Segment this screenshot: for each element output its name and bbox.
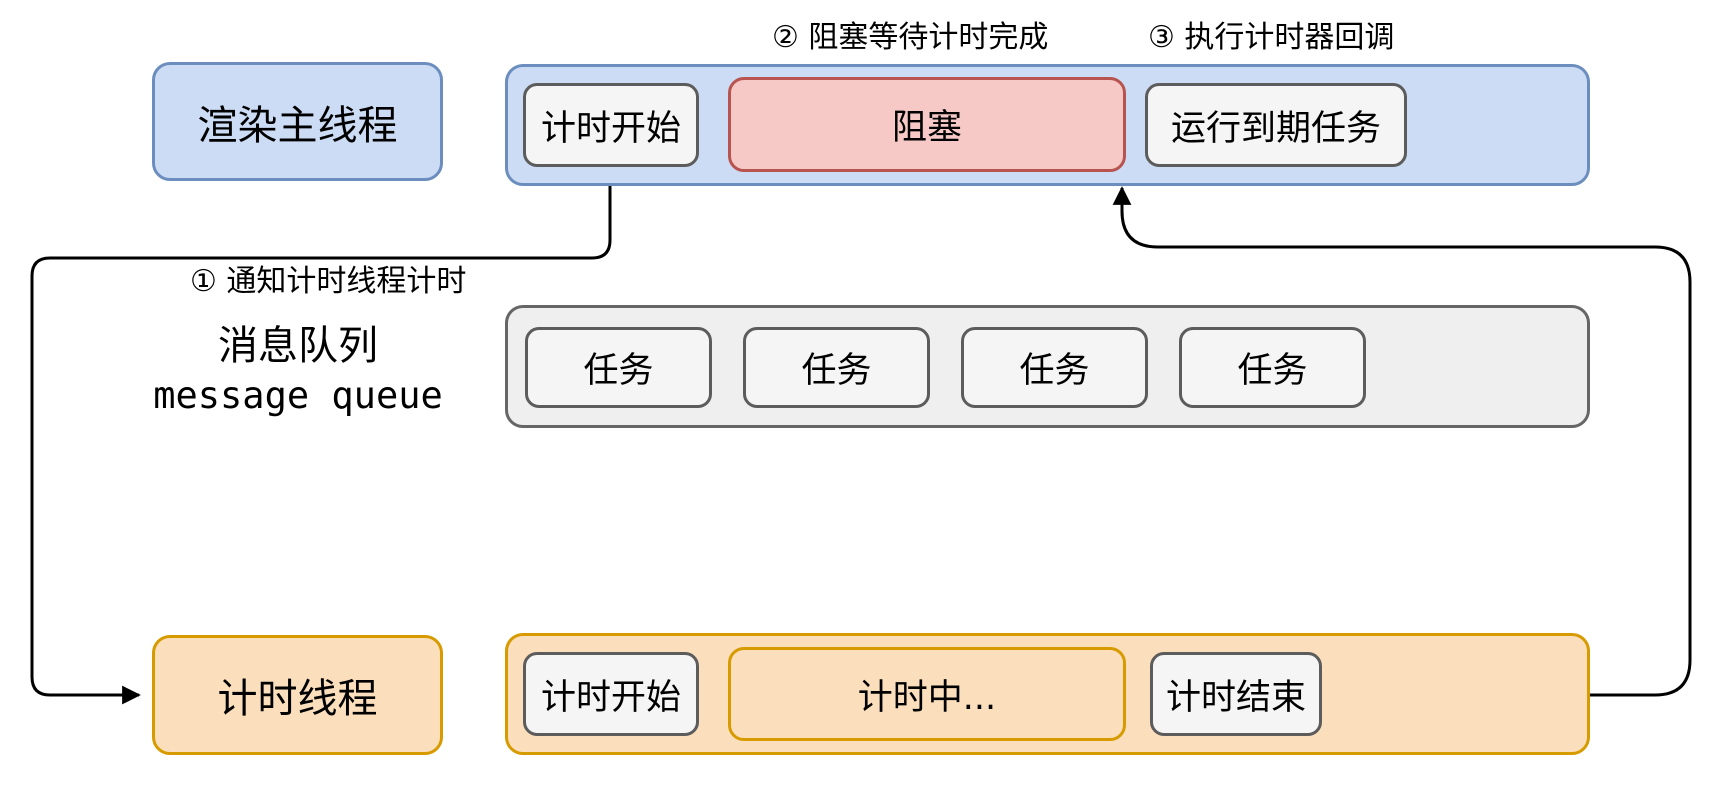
step3-label: ③ 执行计时器回调 <box>1148 20 1395 55</box>
message-queue-title-zh: 消息队列 <box>218 323 378 369</box>
timing-in-progress-box: 计时中... <box>728 647 1126 741</box>
task-box: 任务 <box>1179 327 1366 408</box>
timer-thread-label: 计时线程 <box>152 635 443 755</box>
timing-start-box: 计时开始 <box>523 652 699 736</box>
task-box: 任务 <box>525 327 712 408</box>
notify-timer-arrow <box>30 167 612 705</box>
step1-label: ① 通知计时线程计时 <box>190 264 467 299</box>
timing-end-box: 计时结束 <box>1150 652 1322 736</box>
run-expired-tasks-box: 运行到期任务 <box>1145 83 1407 167</box>
main-thread-label: 渲染主线程 <box>152 62 443 181</box>
message-queue-title: 消息队列 message queue <box>118 322 478 418</box>
step2-label: ② 阻塞等待计时完成 <box>772 20 1049 55</box>
message-queue-title-en: message queue <box>153 374 443 417</box>
task-box: 任务 <box>743 327 930 408</box>
timer-callback-arrow <box>1112 186 1692 697</box>
main-timer-start-box: 计时开始 <box>523 83 699 167</box>
blocked-box: 阻塞 <box>728 77 1126 172</box>
task-box: 任务 <box>961 327 1148 408</box>
